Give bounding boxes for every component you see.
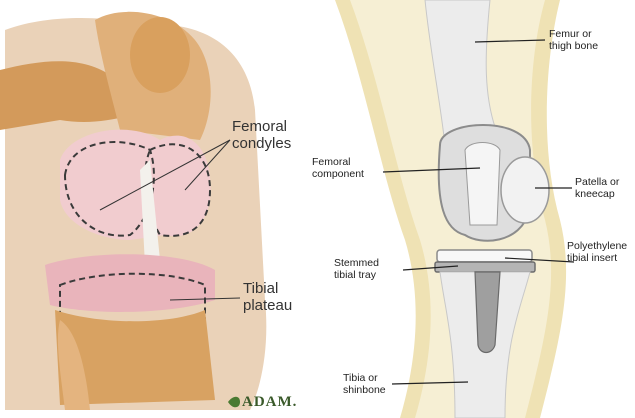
label-tibial-plateau: Tibial plateau xyxy=(243,280,292,315)
label-tibia: Tibia or shinbone xyxy=(343,372,386,396)
femoral-component-notch xyxy=(465,143,500,226)
label-patella: Patella or kneecap xyxy=(575,176,619,200)
knee-replacement-illustration xyxy=(335,0,574,418)
patella-right xyxy=(501,157,549,223)
label-femoral-condyles: Femoral condyles xyxy=(232,118,291,153)
label-femoral-component: Femoral component xyxy=(312,156,364,180)
label-polyethylene: Polyethylene tibial insert xyxy=(567,240,627,264)
natural-knee-illustration xyxy=(0,12,266,410)
label-stemmed-tray: Stemmed tibial tray xyxy=(334,257,379,281)
adam-logo: ADAM. xyxy=(242,394,297,411)
femoral-condyles xyxy=(60,130,211,240)
meniscus xyxy=(45,254,215,312)
patella xyxy=(130,17,190,93)
label-femur: Femur or thigh bone xyxy=(549,28,598,52)
polyethylene-insert xyxy=(437,250,532,262)
